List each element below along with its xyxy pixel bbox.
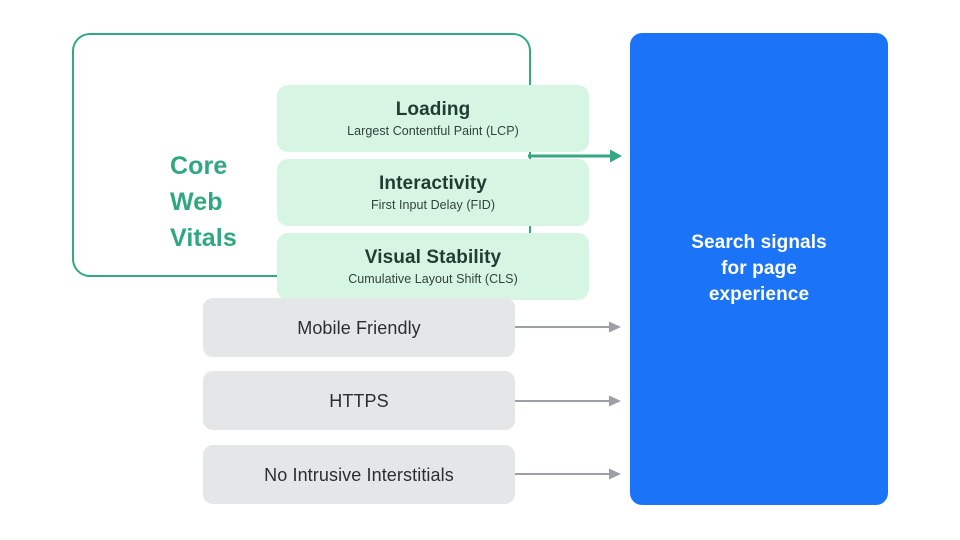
metric-title: Loading	[395, 98, 471, 120]
metric-card-visual-stability: Visual Stability Cumulative Layout Shift…	[277, 233, 589, 300]
metric-title: Visual Stability	[364, 246, 502, 268]
signal-card-mobile-friendly: Mobile Friendly	[203, 298, 515, 357]
metric-subtitle: Largest Contentful Paint (LCP)	[347, 123, 519, 138]
signal-title: No Intrusive Interstitials	[264, 464, 454, 485]
signal-title: Mobile Friendly	[297, 317, 421, 338]
metric-card-interactivity: Interactivity First Input Delay (FID)	[277, 159, 589, 226]
arrow-mobile-friendly-to-destination	[515, 321, 621, 333]
arrow-core-web-vitals-to-destination	[528, 149, 622, 163]
core-web-vitals-label: Core Web Vitals	[170, 152, 237, 252]
arrow-https-to-destination	[515, 395, 621, 407]
search-signals-destination-text: Search signals for page experience	[691, 232, 827, 305]
signal-title: HTTPS	[329, 390, 389, 411]
arrow-no-intrusive-interstitials-to-destination	[515, 468, 621, 480]
signal-card-https: HTTPS	[203, 371, 515, 430]
signal-card-no-intrusive-interstitials: No Intrusive Interstitials	[203, 445, 515, 504]
metric-card-loading: Loading Largest Contentful Paint (LCP)	[277, 85, 589, 152]
search-signals-destination-box: Search signals for page experience	[630, 33, 888, 505]
metric-subtitle: Cumulative Layout Shift (CLS)	[348, 271, 518, 286]
metric-title: Interactivity	[379, 172, 487, 194]
metric-subtitle: First Input Delay (FID)	[370, 197, 496, 212]
core-web-vitals-group: Core Web Vitals Loading Largest Contentf…	[72, 33, 589, 300]
